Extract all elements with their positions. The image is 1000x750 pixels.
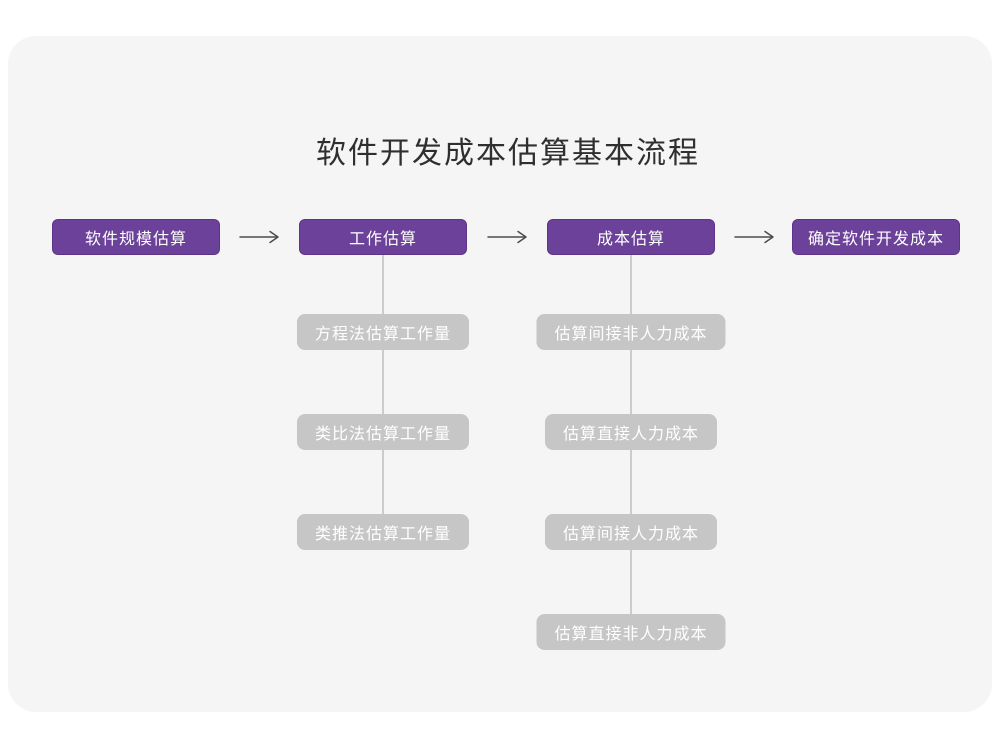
main-step-software-scale-estimation: 软件规模估算 [52,219,220,255]
diagram-title: 软件开发成本估算基本流程 [316,137,700,170]
connector-line-work-estimation [382,255,384,517]
main-step-work-estimation: 工作估算 [299,219,467,255]
right-arrow-icon [486,230,530,249]
right-arrow-icon [733,230,777,249]
sub-step-direct-labor-cost: 估算直接人力成本 [544,414,718,450]
sub-step-analogy-method: 类比法估算工作量 [296,414,470,450]
sub-step-indirect-labor-cost: 估算间接人力成本 [544,514,718,550]
sub-step-extrapolation-method: 类推法估算工作量 [296,514,470,550]
flowchart-canvas: 软件开发成本估算基本流程 软件规模估算 工作估算 成本估算 确定软件开发成本 [8,36,992,712]
sub-step-equation-method: 方程法估算工作量 [296,314,470,350]
sub-step-direct-non-labor-cost: 估算直接非人力成本 [536,614,726,650]
main-step-determine-development-cost: 确定软件开发成本 [792,219,960,255]
main-step-cost-estimation: 成本估算 [547,219,715,255]
right-arrow-icon [238,230,282,249]
sub-step-indirect-non-labor-cost: 估算间接非人力成本 [536,314,726,350]
